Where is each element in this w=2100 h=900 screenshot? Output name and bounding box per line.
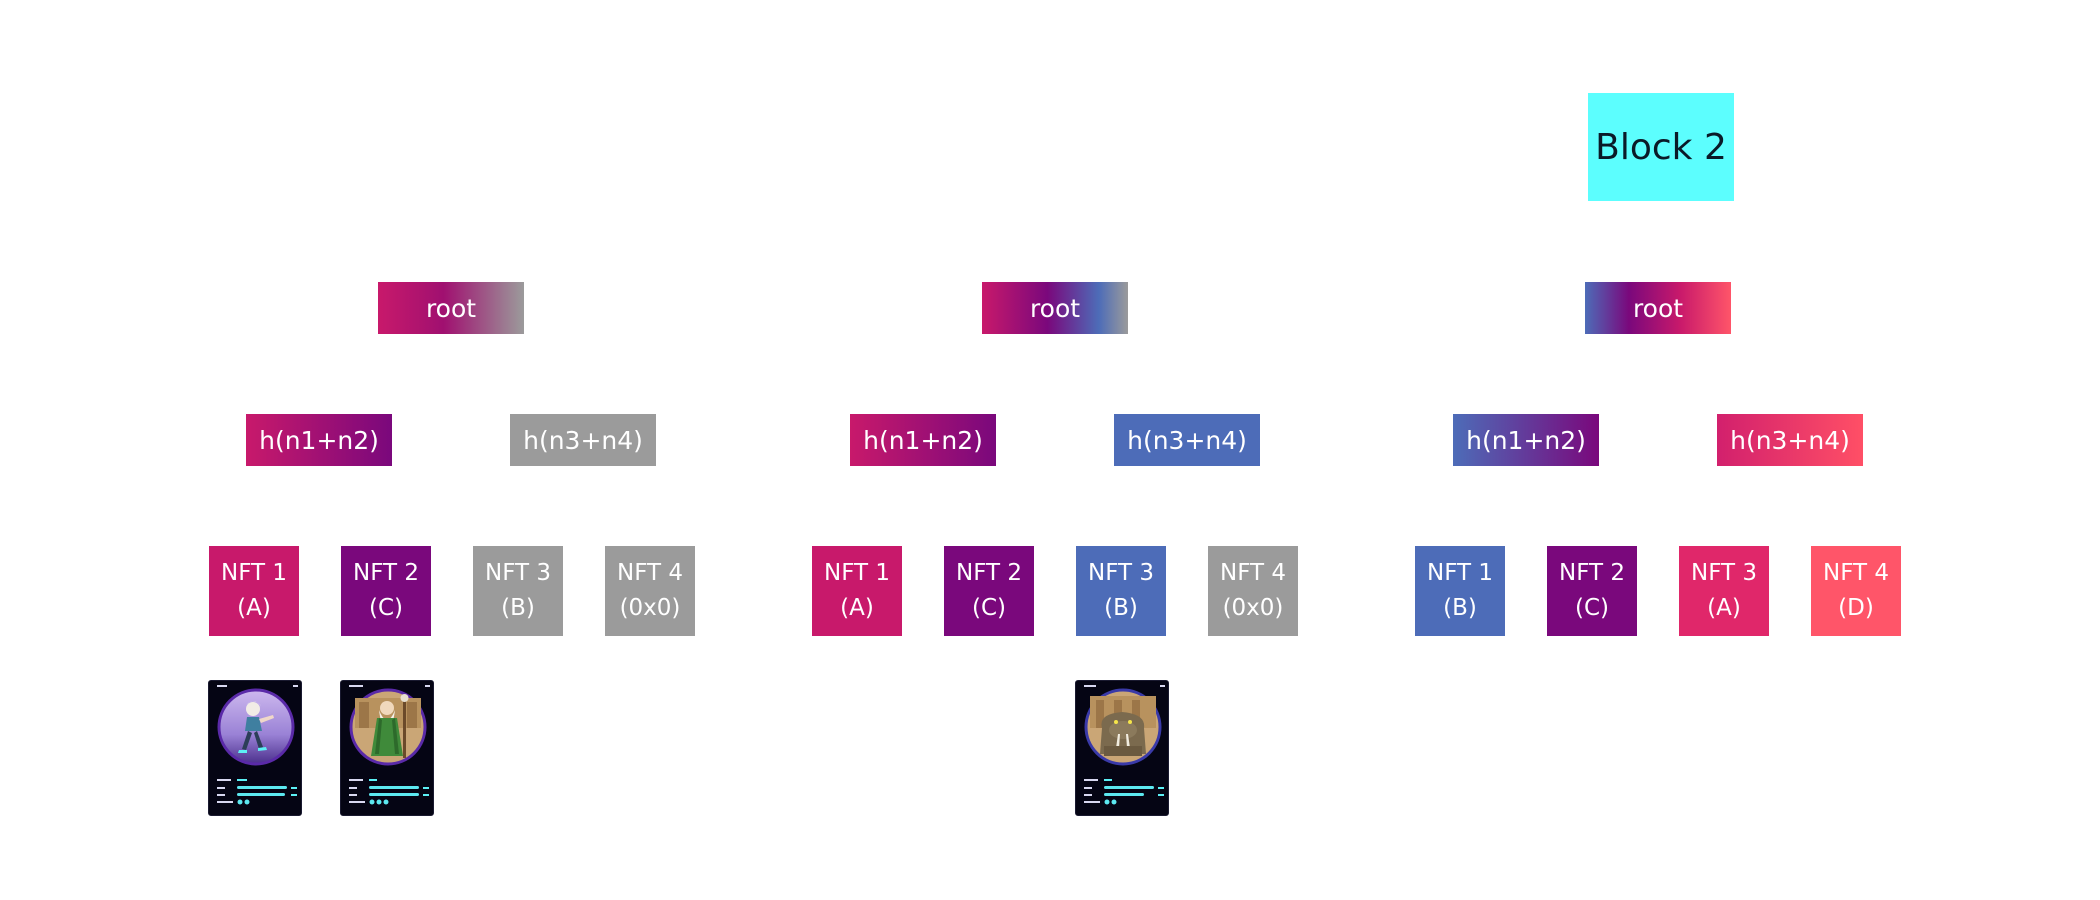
tree-3-nft-1-node: NFT 1 (B) [1415, 546, 1505, 636]
nft-2-character-card [340, 680, 434, 816]
nft-label: NFT 3 [1087, 560, 1155, 586]
nft-owner: (D) [1838, 595, 1874, 621]
nft-owner: (0x0) [1222, 595, 1284, 621]
tree-2-nft-2-node: NFT 2 (C) [944, 546, 1034, 636]
tree-1-hash-n3-n4-node: h(n3+n4) [510, 414, 656, 466]
block-2-node: Block 2 [1588, 93, 1734, 201]
nft-owner: (A) [840, 595, 874, 621]
nft-1-character-card [208, 680, 302, 816]
card-stats-graphic [349, 685, 430, 805]
tree-2-nft-4-node: NFT 4 (0x0) [1208, 546, 1298, 636]
tree-3-nft-2-node: NFT 2 (C) [1547, 546, 1637, 636]
tree-2-nft-1-node: NFT 1 (A) [812, 546, 902, 636]
character-portrait-dancer [217, 688, 295, 766]
nft-label: NFT 4 [616, 560, 684, 586]
nft-label: NFT 2 [955, 560, 1023, 586]
tree-1-hash-n1-n2-node: h(n1+n2) [246, 414, 392, 466]
nft-label: NFT 2 [352, 560, 420, 586]
nft-owner: (B) [1443, 595, 1477, 621]
tree-1-nft-1-node: NFT 1 (A) [209, 546, 299, 636]
tree-3-nft-4-node: NFT 4 (D) [1811, 546, 1901, 636]
nft-label: NFT 1 [823, 560, 891, 586]
nft-owner: (B) [1104, 595, 1138, 621]
nft-owner: (C) [368, 595, 403, 621]
nft-label: NFT 2 [1558, 560, 1626, 586]
nft-owner: (0x0) [619, 595, 681, 621]
nft-label: NFT 4 [1219, 560, 1287, 586]
nft-label: NFT 4 [1822, 560, 1890, 586]
nft-label: NFT 1 [220, 560, 288, 586]
nft-owner: (C) [971, 595, 1006, 621]
nft-owner: (C) [1574, 595, 1609, 621]
tree-2-nft-3-node: NFT 3 (B) [1076, 546, 1166, 636]
character-portrait-walrus [1084, 688, 1162, 766]
nft-owner: (A) [237, 595, 271, 621]
nft-label: NFT 3 [1690, 560, 1758, 586]
card-stats-graphic [1084, 685, 1165, 805]
tree-3-root-node: root [1585, 282, 1731, 334]
tree-2-root-node: root [982, 282, 1128, 334]
tree-3-hash-n3-n4-node: h(n3+n4) [1717, 414, 1863, 466]
card-stats-graphic [217, 685, 298, 805]
nft-label: NFT 1 [1426, 560, 1494, 586]
tree-1-root-node: root [378, 282, 524, 334]
tree-1-nft-2-node: NFT 2 (C) [341, 546, 431, 636]
nft-3-character-card [1075, 680, 1169, 816]
tree-1-nft-4-node: NFT 4 (0x0) [605, 546, 695, 636]
tree-1-nft-3-node: NFT 3 (B) [473, 546, 563, 636]
tree-2-hash-n1-n2-node: h(n1+n2) [850, 414, 996, 466]
tree-2-hash-n3-n4-node: h(n3+n4) [1114, 414, 1260, 466]
tree-3-nft-3-node: NFT 3 (A) [1679, 546, 1769, 636]
nft-owner: (B) [501, 595, 535, 621]
nft-owner: (A) [1707, 595, 1741, 621]
nft-label: NFT 3 [484, 560, 552, 586]
tree-3-hash-n1-n2-node: h(n1+n2) [1453, 414, 1599, 466]
character-portrait-wizard [349, 688, 427, 766]
